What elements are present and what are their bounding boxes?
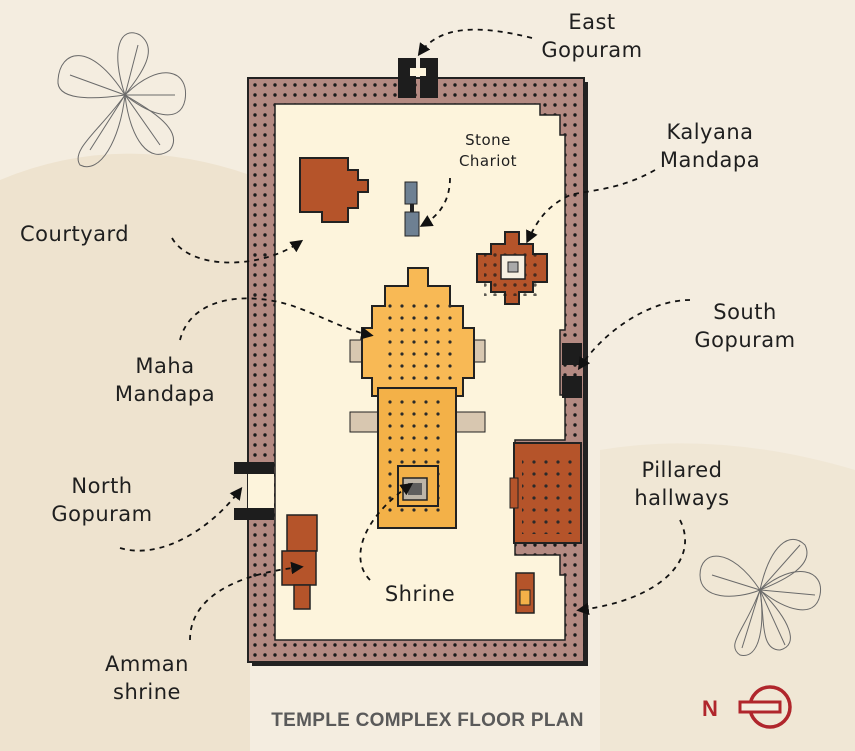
leader-east-gopuram xyxy=(417,28,533,57)
leader-stone-chariot xyxy=(419,177,451,227)
leader-pillared-hallways xyxy=(576,519,686,616)
leader-courtyard xyxy=(171,237,304,264)
label-maha-mandapa: Maha Mandapa xyxy=(114,354,216,406)
north-gopuram xyxy=(234,462,274,520)
leaf-sketch-icon xyxy=(699,539,822,656)
pillared-hallway xyxy=(509,442,582,544)
small-tank xyxy=(515,572,535,614)
label-kalyana-mandapa: Kalyana Mandapa xyxy=(659,120,761,172)
label-east-gopuram: East Gopuram xyxy=(541,10,643,62)
stone-chariot xyxy=(404,181,420,237)
label-shrine: Shrine xyxy=(384,582,456,606)
leader-shrine xyxy=(359,482,414,581)
leader-maha-mandapa xyxy=(179,297,374,341)
south-gopuram xyxy=(562,343,582,398)
east-gopuram xyxy=(398,58,438,98)
compass-north-label: N xyxy=(702,696,718,721)
north-compass-icon xyxy=(738,685,792,729)
leader-kalyana-mandapa xyxy=(526,169,656,244)
kalyana-mandapa xyxy=(476,231,548,305)
paper-stain xyxy=(600,443,855,751)
maha-mandapa xyxy=(349,267,486,397)
page-title: TEMPLE COMPLEX FLOOR PLAN xyxy=(271,710,584,731)
label-north-gopuram: North Gopuram xyxy=(51,474,153,526)
label-stone-chariot: Stone Chariot xyxy=(458,131,518,170)
leaf-sketch-icon xyxy=(57,32,187,168)
paper-stain xyxy=(0,153,250,751)
label-courtyard: Courtyard xyxy=(20,222,130,246)
leader-south-gopuram xyxy=(577,299,691,371)
label-south-gopuram: South Gopuram xyxy=(694,300,796,352)
courtyard-temple xyxy=(299,157,369,223)
label-pillared-hallways: Pillared hallways xyxy=(634,458,730,510)
leader-amman-shrine xyxy=(189,561,304,641)
label-amman-shrine: Amman shrine xyxy=(105,652,189,704)
leader-north-gopuram xyxy=(119,486,243,552)
